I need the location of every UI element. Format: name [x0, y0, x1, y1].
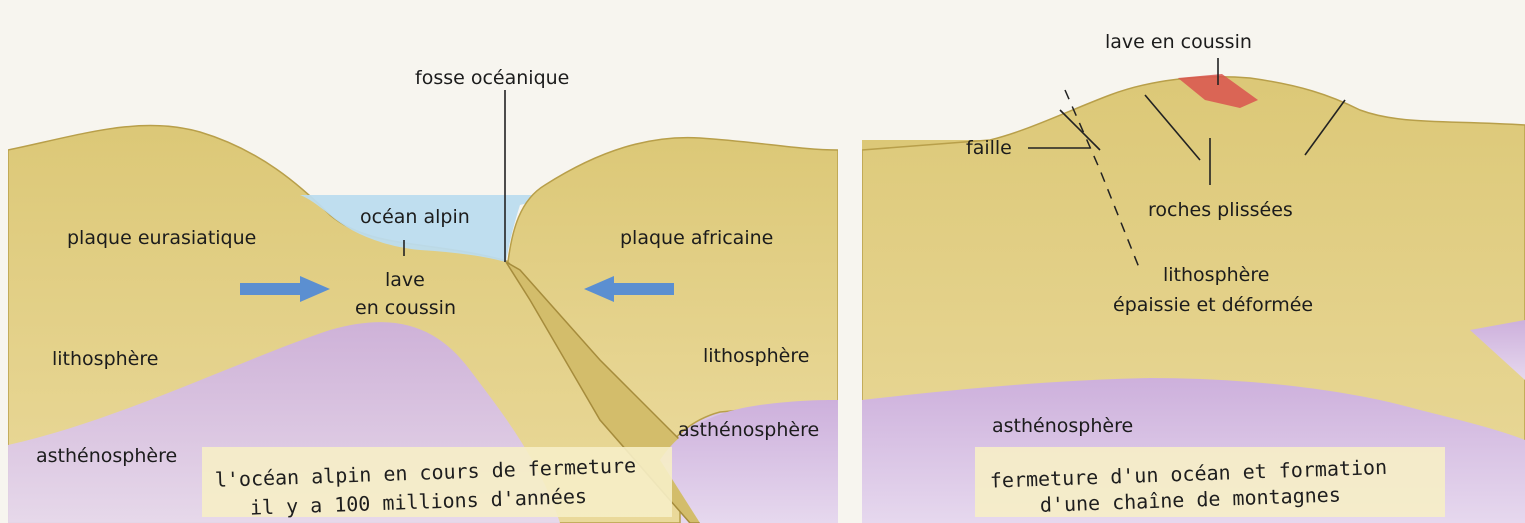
label-litho-line1: lithosphère: [1163, 264, 1269, 286]
label-ocean: océan alpin: [360, 206, 470, 228]
panel-divider: [838, 0, 862, 523]
label-folded: roches plissées: [1148, 199, 1293, 221]
label-fault: faille: [966, 137, 1012, 159]
label-lava-line2: en coussin: [355, 297, 456, 319]
caption-left: l'océan alpin en cours de fermeture il y…: [202, 447, 672, 520]
label-eurasian: plaque eurasiatique: [67, 227, 256, 249]
label-litho-right: lithosphère: [703, 345, 809, 367]
label-astheno-right: asthénosphère: [678, 419, 819, 441]
label-african: plaque africaine: [620, 227, 773, 249]
label-astheno: asthénosphère: [992, 415, 1133, 437]
label-litho-left: lithosphère: [52, 348, 158, 370]
label-lava-line1: lave: [385, 269, 425, 291]
caption-right: fermeture d'un océan et formation d'une …: [975, 447, 1445, 517]
label-litho-line2: épaissie et déformée: [1113, 294, 1313, 316]
label-fosse: fosse océanique: [415, 67, 569, 89]
label-astheno-left: asthénosphère: [36, 445, 177, 467]
label-lava-summit: lave en coussin: [1105, 31, 1252, 53]
